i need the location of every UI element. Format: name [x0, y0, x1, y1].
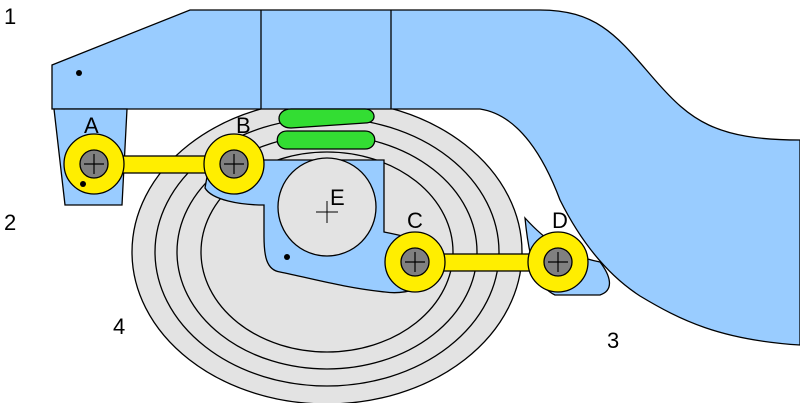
label-b: B — [236, 113, 251, 138]
label-4: 4 — [113, 314, 125, 339]
spring-coil-2 — [276, 130, 376, 150]
pin-c — [400, 247, 430, 277]
label-e: E — [330, 185, 345, 210]
main-frame — [51, 9, 800, 346]
label-c: C — [407, 208, 423, 233]
label-3: 3 — [607, 328, 619, 353]
wheel-ring-4 — [200, 151, 454, 353]
frame-pivot-dot — [76, 70, 82, 76]
pin-d — [543, 247, 573, 277]
label-a: A — [84, 113, 99, 138]
pin-a — [79, 149, 109, 179]
spring-coil-1 — [278, 108, 375, 129]
pin-b — [219, 149, 249, 179]
spring — [276, 108, 376, 150]
label-2: 2 — [4, 210, 16, 235]
label-1: 1 — [4, 4, 16, 29]
label-d: D — [552, 208, 568, 233]
pin-a-dot — [80, 181, 86, 187]
axle-box-dot — [284, 254, 290, 260]
